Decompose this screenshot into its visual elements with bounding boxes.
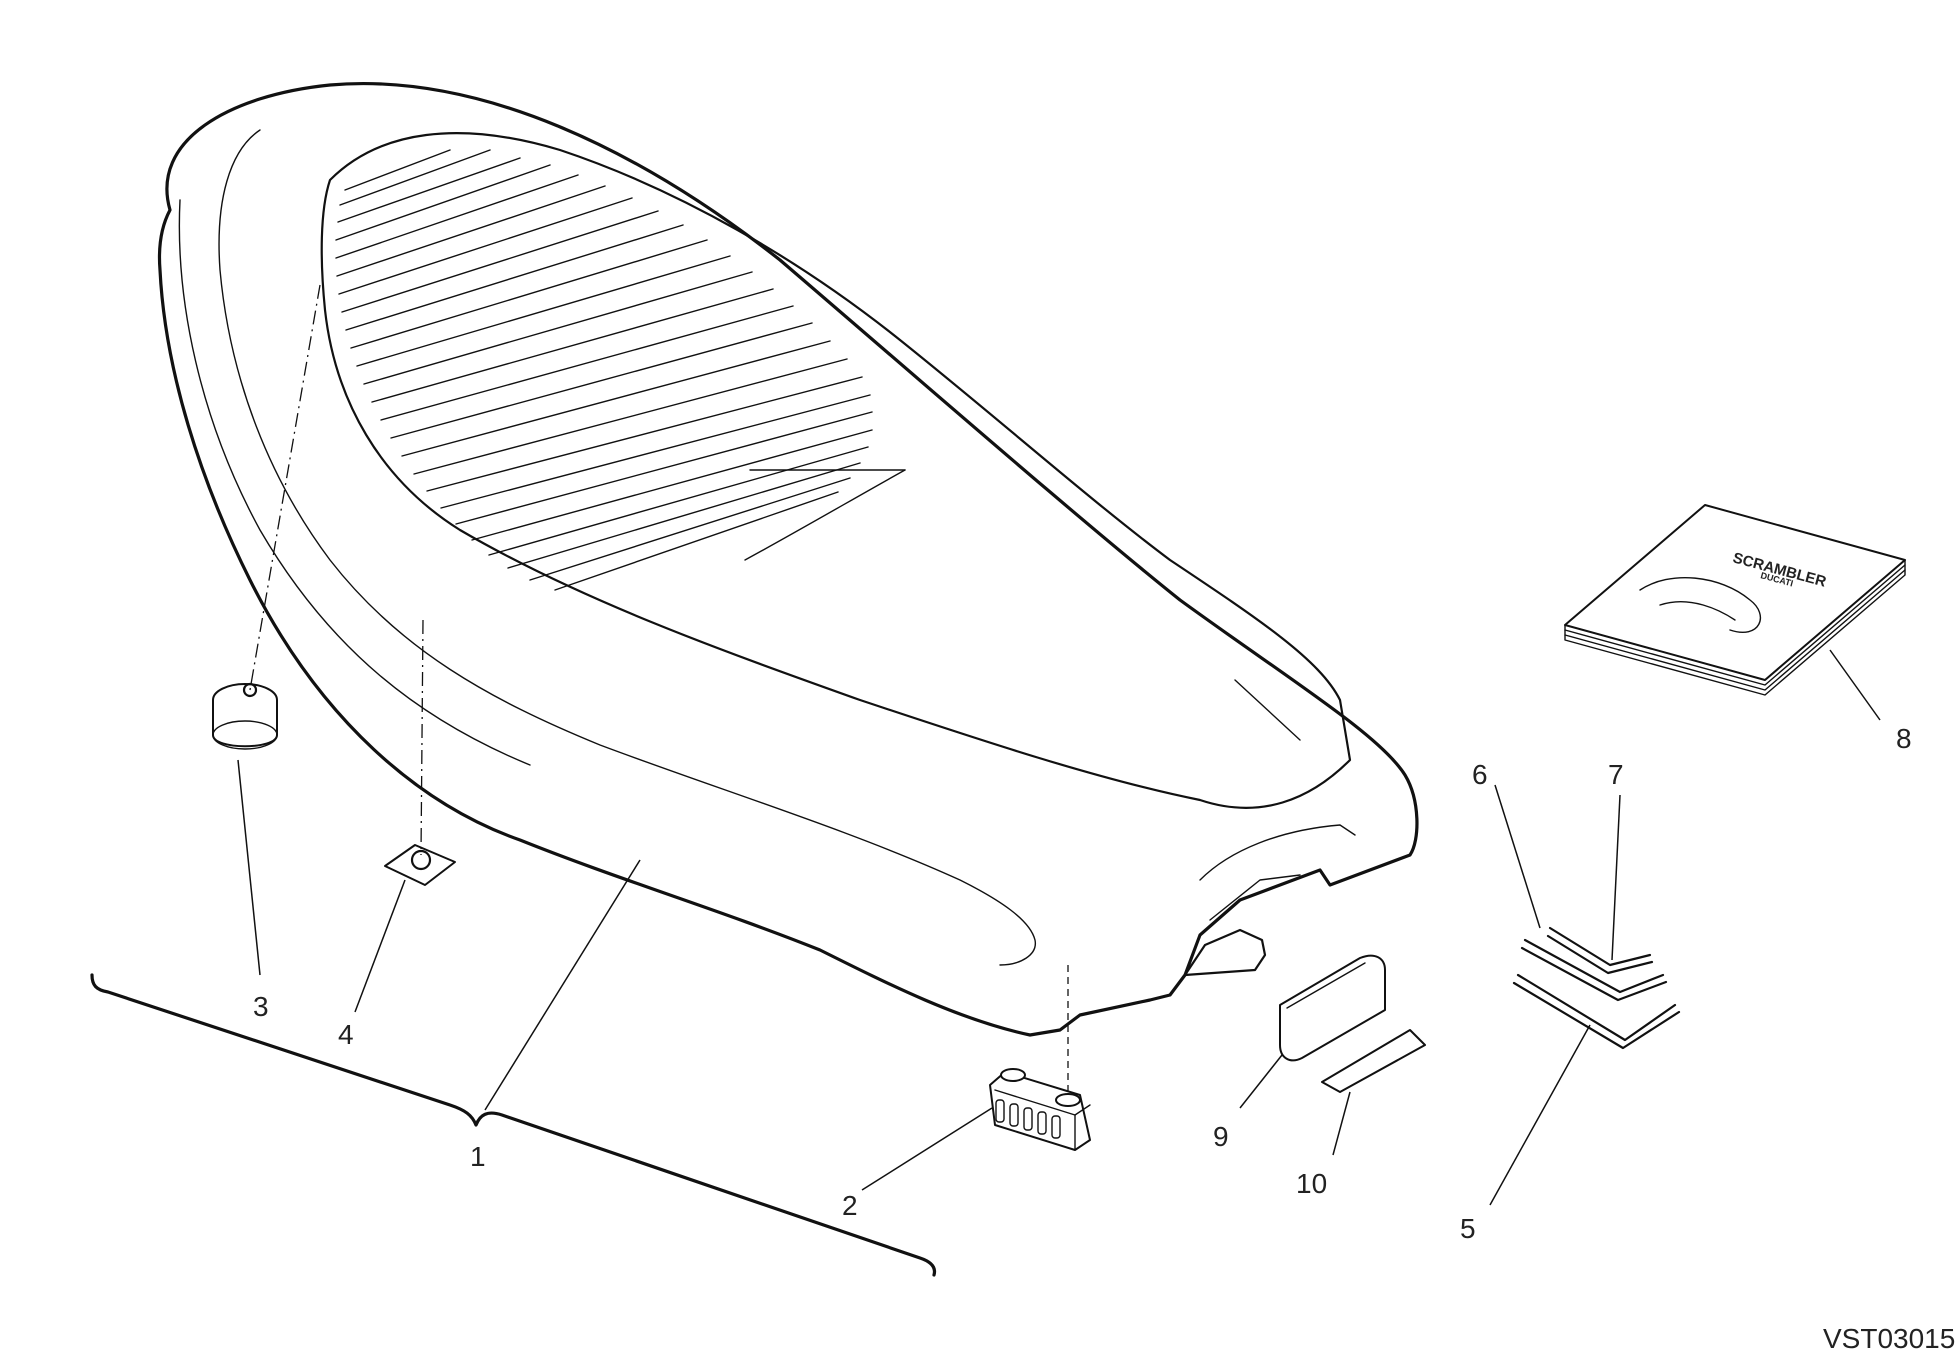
callout-3: 3 xyxy=(253,991,269,1022)
part-10-strip xyxy=(1321,1029,1426,1093)
part-9-pad xyxy=(1279,954,1386,1062)
part-4-clip xyxy=(384,844,456,886)
callout-labels: 1 2 3 4 5 6 7 8 9 10 xyxy=(253,723,1912,1244)
callout-6: 6 xyxy=(1472,759,1488,790)
seat-drawing xyxy=(157,82,1419,1037)
callout-10: 10 xyxy=(1296,1168,1327,1199)
callout-1: 1 xyxy=(470,1141,486,1172)
assembly-bracket xyxy=(90,973,937,1277)
callout-7: 7 xyxy=(1608,759,1624,790)
part-3-bumper xyxy=(212,682,278,750)
seat-rib-pattern xyxy=(335,149,873,591)
leader-lines xyxy=(237,649,1881,1206)
hex-key-tools xyxy=(1512,926,1681,1050)
callout-8: 8 xyxy=(1896,723,1912,754)
callout-2: 2 xyxy=(842,1190,858,1221)
callout-4: 4 xyxy=(338,1019,354,1050)
part-2-block xyxy=(989,1068,1091,1151)
callout-9: 9 xyxy=(1213,1121,1229,1152)
part-8-manual: SCRAMBLER DUCATI xyxy=(1564,504,1906,696)
callout-5: 5 xyxy=(1460,1213,1476,1244)
drawing-code: VST03015 xyxy=(1823,1323,1955,1354)
assembly-lines xyxy=(249,284,1069,1095)
